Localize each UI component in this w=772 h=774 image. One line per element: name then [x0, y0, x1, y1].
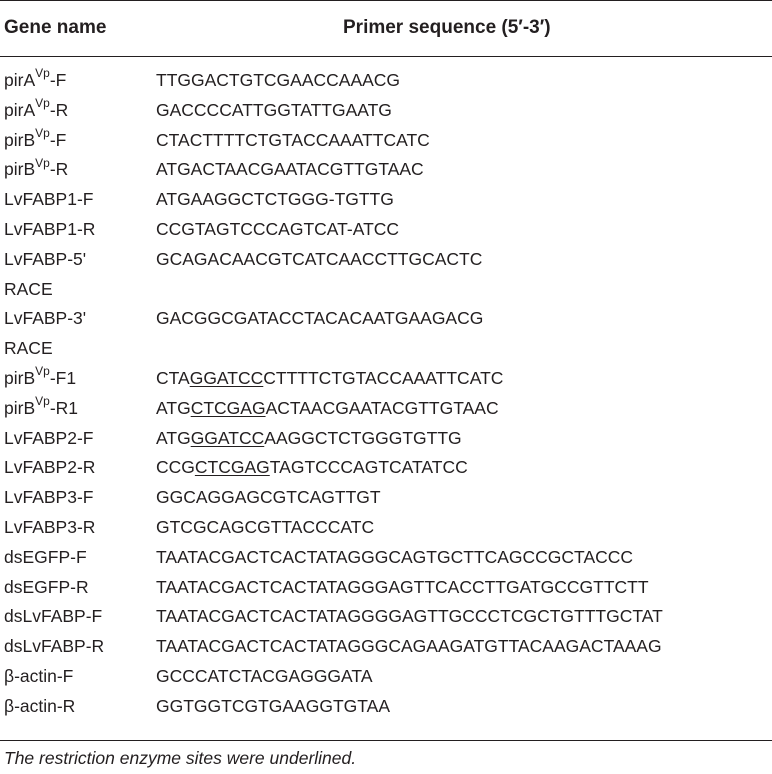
gene-name-cell: pirBVp-F [4, 125, 67, 150]
primer-sequence-cell: GGTGGTCGTGAAGGTGTAA [156, 695, 390, 716]
gene-name-cell: β-actin-F [4, 665, 74, 686]
table-row: pirBVp-R ATGACTAACGAATACGTTGTAAC [0, 155, 772, 185]
header-gene-name: Gene name [4, 17, 107, 38]
table-row: LvFABP1-R CCGTAGTCCCAGTCAT-ATCC [0, 215, 772, 245]
gene-name-cell: β-actin-R [4, 695, 76, 716]
gene-name-cell: pirBVp-R [4, 155, 69, 180]
table-top-rule [0, 0, 772, 1]
gene-name-cell: LvFABP2-R [4, 457, 96, 478]
primer-sequence-cell: CCGCTCGAGTAGTCCCAGTCATATCC [156, 457, 468, 478]
primer-sequence-cell: GACGGCGATACCTACACAATGAAGACG [156, 308, 484, 329]
table-footnote: The restriction enzyme sites were underl… [4, 748, 357, 768]
table-row: LvFABP3-F GGCAGGAGCGTCAGTTGT [0, 483, 772, 513]
table-row: dsLvFABP-F TAATACGACTCACTATAGGGGAGTTGCCCT… [0, 602, 772, 632]
table-body: pirAVp-F TTGGACTGTCGAACCAAACG pirAVp-R GACC… [0, 66, 772, 722]
primer-sequence-cell: ATGCTCGAGACTAACGAATACGTTGTAAC [156, 397, 499, 418]
table-row: LvFABP-3' GACGGCGATACCTACACAATGAAGACG [0, 304, 772, 334]
table-row: LvFABP-5' GCAGACAACGTCATCAACCTTGCACTC [0, 245, 772, 275]
table-row: pirBVp-F1 CTAGGATCCCTTTTCTGTACCAAATTCATC [0, 364, 772, 394]
table-row: dsEGFP-F TAATACGACTCACTATAGGGCAGTGCTTCAGC… [0, 543, 772, 573]
table-bottom-rule [0, 740, 772, 741]
table-row: pirAVp-F TTGGACTGTCGAACCAAACG [0, 66, 772, 96]
gene-name-cell: LvFABP3-F [4, 487, 94, 508]
gene-name-cell: dsEGFP-R [4, 576, 89, 597]
restriction-site: GGATCC [190, 427, 265, 448]
primer-sequence-cell: GCAGACAACGTCATCAACCTTGCACTC [156, 248, 483, 269]
primer-sequence-cell: CTAGGATCCCTTTTCTGTACCAAATTCATC [156, 367, 504, 388]
primer-sequence-cell: CTACTTTTCTGTACCAAATTCATC [156, 129, 430, 150]
table-row: RACE [0, 334, 772, 364]
gene-name-cell: RACE [4, 278, 53, 299]
gene-name-cell: LvFABP-3' [4, 308, 87, 329]
gene-name-cell: dsEGFP-F [4, 546, 87, 567]
table-row: LvFABP2-F ATGGGATCCAAGGCTCTGGGTGTTG [0, 424, 772, 454]
gene-name-cell: LvFABP1-R [4, 218, 96, 239]
table-row: LvFABP3-R GTCGCAGCGTTACCCATC [0, 513, 772, 543]
gene-name-cell: dsLvFABP-R [4, 636, 105, 657]
gene-name-cell: LvFABP-5' [4, 248, 87, 269]
primer-sequence-cell: CCGTAGTCCCAGTCAT-ATCC [156, 218, 400, 239]
primer-sequence-cell: GACCCCATTGGTATTGAATG [156, 99, 392, 120]
gene-name-cell: LvFABP1-F [4, 189, 94, 210]
primer-sequence-cell: GGCAGGAGCGTCAGTTGT [156, 487, 381, 508]
table-row: dsLvFABP-R TAATACGACTCACTATAGGGCAGAAGATGT… [0, 632, 772, 662]
gene-name-cell: pirBVp-F1 [4, 364, 77, 388]
table-row: LvFABP2-R CCGCTCGAGTAGTCCCAGTCATATCC [0, 453, 772, 483]
gene-name-cell: dsLvFABP-F [4, 606, 103, 627]
table-row: LvFABP1-F ATGAAGGCTCTGGG-TGTTG [0, 185, 772, 215]
header-primer-sequence: Primer sequence (5′-3′) [343, 17, 551, 38]
header-rule [0, 56, 772, 57]
table-row: dsEGFP-R TAATACGACTCACTATAGGGAGTTCACCTTGA… [0, 573, 772, 603]
gene-name-cell: LvFABP3-R [4, 516, 96, 537]
primer-sequence-cell: ATGAAGGCTCTGGG-TGTTG [156, 189, 394, 210]
table-row: pirBVp-R1 ATGCTCGAGACTAACGAATACGTTGTAAC [0, 394, 772, 424]
gene-name-cell: RACE [4, 338, 53, 359]
table-row: β-actin-R GGTGGTCGTGAAGGTGTAA [0, 692, 772, 722]
gene-name-cell: LvFABP2-F [4, 427, 94, 448]
table-row: pirAVp-R GACCCCATTGGTATTGAATG [0, 96, 772, 126]
primer-sequence-cell: TAATACGACTCACTATAGGGGAGTTGCCCTCGCTGTTTGC… [156, 606, 663, 627]
table-row: RACE [0, 275, 772, 305]
primer-sequence-cell: TAATACGACTCACTATAGGGAGTTCACCTTGATGCCGTTC… [156, 576, 649, 597]
table-row: pirBVp-F CTACTTTTCTGTACCAAATTCATC [0, 126, 772, 156]
primer-sequence-cell: TAATACGACTCACTATAGGGCAGAAGATGTTACAAGACTA… [156, 636, 662, 657]
primer-sequence-cell: ATGACTAACGAATACGTTGTAAC [156, 159, 424, 180]
primer-sequence-cell: GCCCATCTACGAGGGATA [156, 665, 373, 686]
gene-name-cell: pirBVp-R1 [4, 393, 79, 418]
restriction-site: GGATCC [189, 367, 264, 388]
table-row: β-actin-F GCCCATCTACGAGGGATA [0, 662, 772, 692]
restriction-site: CTCGAG [190, 397, 266, 418]
primer-sequence-cell: TTGGACTGTCGAACCAAACG [156, 70, 401, 90]
gene-name-cell: pirAVp-R [4, 95, 69, 120]
restriction-site: CTCGAG [194, 457, 270, 478]
primer-sequence-cell: TAATACGACTCACTATAGGGCAGTGCTTCAGCCGCTACCC [156, 546, 634, 567]
primer-sequence-cell: ATGGGATCCAAGGCTCTGGGTGTTG [156, 427, 462, 448]
primer-sequence-cell: GTCGCAGCGTTACCCATC [156, 516, 375, 537]
gene-name-cell: pirAVp-F [4, 66, 67, 90]
